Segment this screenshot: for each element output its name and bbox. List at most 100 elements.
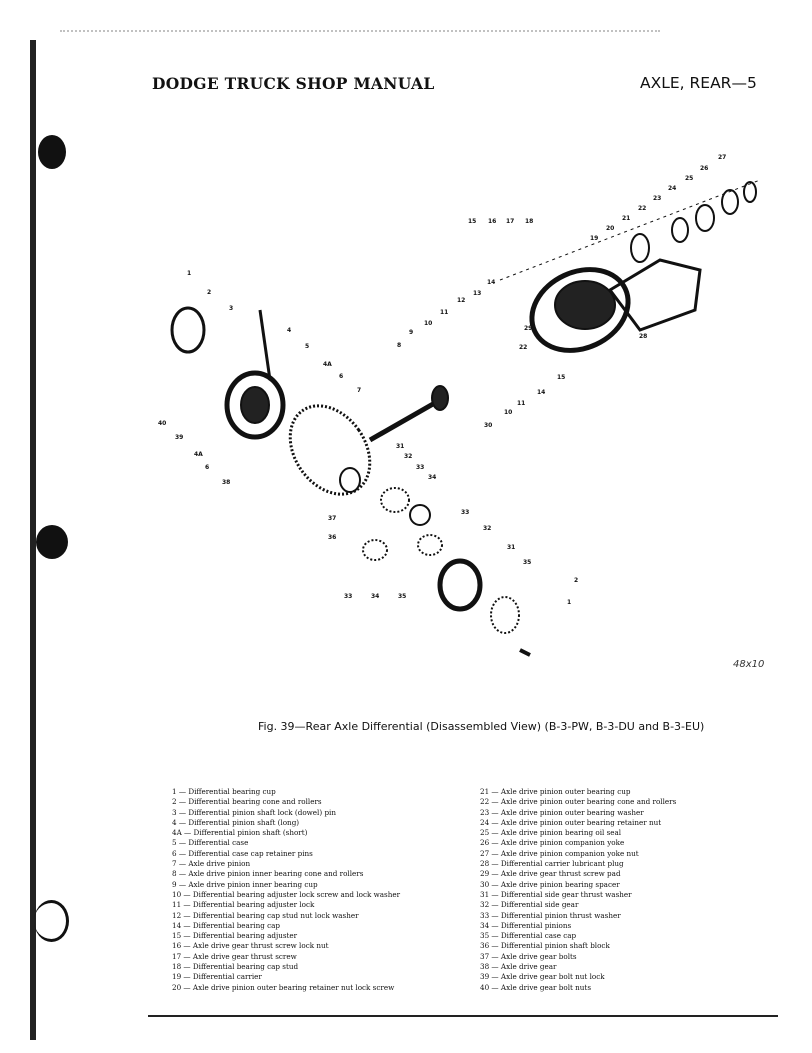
callout-number: 33 <box>344 593 353 600</box>
binder-hole <box>38 135 66 169</box>
callout-number: 13 <box>473 290 482 297</box>
callout-number: 30 <box>484 422 493 429</box>
callout-number: 8 <box>397 342 402 349</box>
legend-item: 6 — Differential case cap retainer pins <box>172 848 313 858</box>
legend-item: 4A — Differential pinion shaft (short) <box>172 828 308 838</box>
legend-item: 14 — Differential bearing cap <box>172 920 280 930</box>
legend-item: 36 — Differential pinion shaft block <box>480 941 610 951</box>
legend-item: 17 — Axle drive gear thrust screw <box>172 951 297 961</box>
legend-item: 12 — Differential bearing cap stud nut l… <box>172 910 359 920</box>
callout-number: 4A <box>194 451 203 458</box>
callout-number: 31 <box>507 544 516 551</box>
legend-item: 26 — Axle drive pinion companion yoke <box>480 838 625 848</box>
footer-rule <box>148 1015 778 1017</box>
diagram-drawing <box>170 179 761 657</box>
callout-number: 23 <box>653 195 662 202</box>
legend-item: 8 — Axle drive pinion inner bearing cone… <box>172 869 364 879</box>
callout-number: 15 <box>468 218 477 225</box>
callout-number: 40 <box>158 420 167 427</box>
callout-number: 27 <box>718 154 727 161</box>
legend-item: 35 — Differential case cap <box>480 931 577 941</box>
callout-number: 33 <box>461 509 470 516</box>
callout-number: 10 <box>424 320 433 327</box>
legend-item: 23 — Axle drive pinion outer bearing was… <box>480 807 644 817</box>
callout-number: 7 <box>357 387 362 394</box>
legend-item: 10 — Differential bearing adjuster lock … <box>172 889 401 899</box>
callout-number: 17 <box>506 218 515 225</box>
legend-item: 15 — Differential bearing adjuster <box>172 931 298 941</box>
callout-number: 12 <box>457 297 466 304</box>
legend-item: 20 — Axle drive pinion outer bearing ret… <box>172 982 395 992</box>
callout-number: 14 <box>487 279 496 286</box>
figure-caption: Fig. 39—Rear Axle Differential (Disassem… <box>258 720 705 733</box>
legend-item: 33 — Differential pinion thrust washer <box>480 910 621 920</box>
callout-number: 3 <box>229 305 234 312</box>
callout-number: 1 <box>567 599 572 606</box>
callout-number: 31 <box>396 443 405 450</box>
binder-hole <box>36 525 68 559</box>
legend-item: 40 — Axle drive gear bolt nuts <box>480 982 592 992</box>
callout-number: 22 <box>638 205 647 212</box>
callout-number: 34 <box>371 593 380 600</box>
callout-number: 36 <box>328 534 337 541</box>
legend-item: 18 — Differential bearing cap stud <box>172 962 299 972</box>
legend-item: 4 — Differential pinion shaft (long) <box>172 817 300 827</box>
callout-number: 6 <box>205 464 210 471</box>
section-title: AXLE, REAR—5 <box>640 74 757 92</box>
callout-number: 20 <box>606 225 615 232</box>
callout-number: 34 <box>428 474 437 481</box>
legend-item: 22 — Axle drive pinion outer bearing con… <box>480 797 677 807</box>
callout-number: 37 <box>328 515 337 522</box>
callout-number: 5 <box>305 343 310 350</box>
callout-number: 32 <box>404 453 413 460</box>
legend-item: 28 — Differential carrier lubricant plug <box>480 859 624 869</box>
callout-number: 32 <box>483 525 492 532</box>
legend-item: 34 — Differential pinions <box>480 920 572 930</box>
callout-number: 15 <box>557 374 566 381</box>
callout-number: 11 <box>440 309 449 316</box>
callout-number: 33 <box>416 464 425 471</box>
legend-item: 1 — Differential bearing cup <box>172 787 276 796</box>
scan-noise <box>60 30 660 37</box>
callout-number: 38 <box>222 479 231 486</box>
callout-number: 18 <box>525 218 534 225</box>
callout-number: 10 <box>504 409 513 416</box>
legend-item: 25 — Axle drive pinion bearing oil seal <box>480 828 622 838</box>
callout-number: 35 <box>523 559 532 566</box>
callout-number: 39 <box>175 434 184 441</box>
legend-item: 3 — Differential pinion shaft lock (dowe… <box>172 807 336 817</box>
callout-number: 11 <box>517 400 526 407</box>
legend-item: 19 — Differential carrier <box>172 972 262 982</box>
legend-item: 32 — Differential side gear <box>480 900 579 910</box>
legend-item: 7 — Axle drive pinion <box>172 859 251 869</box>
binder-hole <box>34 900 69 942</box>
legend-item: 16 — Axle drive gear thrust screw lock n… <box>172 941 329 951</box>
callout-number: 21 <box>622 215 631 222</box>
callout-number: 24 <box>668 185 677 192</box>
callout-number: 19 <box>590 235 599 242</box>
callout-number: 1 <box>187 270 192 277</box>
exploded-diagram <box>140 140 800 680</box>
parts-legend-right: 21 — Axle drive pinion outer bearing cup… <box>480 787 676 993</box>
legend-item: 39 — Axle drive gear bolt nut lock <box>480 972 605 982</box>
callout-number: 16 <box>488 218 497 225</box>
legend-item: 2 — Differential bearing cone and roller… <box>172 797 322 807</box>
legend-item: 24 — Axle drive pinion outer bearing ret… <box>480 817 662 827</box>
callout-number: 35 <box>398 593 407 600</box>
callout-number: 26 <box>700 165 709 172</box>
legend-item: 9 — Axle drive pinion inner bearing cup <box>172 879 318 889</box>
callout-number: 6 <box>339 373 344 380</box>
legend-item: 27 — Axle drive pinion companion yoke nu… <box>480 848 639 858</box>
legend-item: 31 — Differential side gear thrust washe… <box>480 889 632 899</box>
callout-number: 4 <box>287 327 292 334</box>
callout-number: 9 <box>409 329 414 336</box>
legend-item: 11 — Differential bearing adjuster lock <box>172 900 315 910</box>
binder-edge <box>30 40 36 1040</box>
legend-item: 5 — Differential case <box>172 838 249 848</box>
callout-number: 2 <box>207 289 212 296</box>
legend-item: 38 — Axle drive gear <box>480 962 557 972</box>
legend-item: 30 — Axle drive pinion bearing spacer <box>480 879 620 889</box>
callout-number: 29 <box>524 325 533 332</box>
manual-title: DODGE TRUCK SHOP MANUAL <box>152 74 435 93</box>
